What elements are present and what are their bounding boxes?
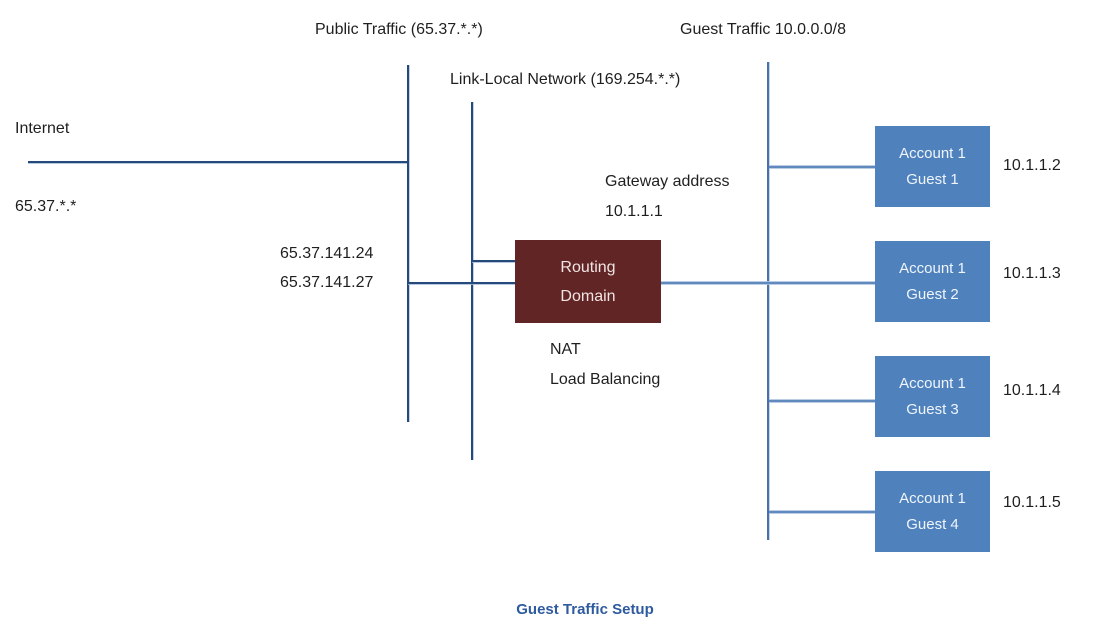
- guest-3-name: Guest 3: [906, 400, 959, 418]
- diagram-caption: Guest Traffic Setup: [516, 601, 654, 618]
- guest-4-box: Account 1 Guest 4: [875, 471, 990, 552]
- routing-domain-line1: Routing: [560, 258, 616, 276]
- nat-ip-labels: 65.37.141.24 65.37.141.27: [280, 244, 373, 292]
- guest-1-box: Account 1 Guest 1: [875, 126, 990, 207]
- public-traffic-line: [407, 65, 409, 422]
- guest-2-ip-label: 10.1.1.3: [1003, 265, 1061, 282]
- nat-ip-2-label: 65.37.141.27: [280, 274, 374, 291]
- gateway-address-label: Gateway address 10.1.1.1: [605, 172, 730, 221]
- guest-3-box: Account 1 Guest 3: [875, 356, 990, 437]
- public-traffic-label: Public Traffic (65.37.*.*): [315, 21, 483, 38]
- trunk-to-guest1-connector: [769, 166, 875, 168]
- gateway-address-text: Gateway address: [605, 173, 730, 190]
- routing-to-guest2-connector: [661, 282, 875, 284]
- link-local-line: [471, 102, 473, 460]
- guest-4-ip-label: 10.1.1.5: [1003, 494, 1061, 511]
- guest-traffic-label: Guest Traffic 10.0.0.0/8: [680, 21, 847, 38]
- internet-label: Internet: [15, 120, 70, 137]
- guest-1-account: Account 1: [899, 144, 966, 162]
- trunk-to-guest3-connector: [769, 400, 875, 402]
- guest-4-account: Account 1: [899, 489, 966, 507]
- guest-2-account: Account 1: [899, 259, 966, 277]
- guest-3-account: Account 1: [899, 374, 966, 392]
- public-to-routing-connector: [408, 282, 515, 284]
- routing-services-label: NAT Load Balancing: [550, 340, 660, 389]
- routing-domain-line2: Domain: [560, 287, 616, 305]
- guest-2-name: Guest 2: [906, 285, 959, 303]
- link-local-network-label: Link-Local Network (169.254.*.*): [450, 71, 681, 88]
- nat-label: NAT: [550, 341, 581, 358]
- nat-ip-1-label: 65.37.141.24: [280, 245, 374, 262]
- guest-traffic-line: [767, 62, 769, 540]
- internet-ip-label: 65.37.*.*: [15, 198, 77, 215]
- internet-line: [28, 161, 408, 163]
- linklocal-to-routing-connector: [472, 260, 515, 262]
- guest-3-ip-label: 10.1.1.4: [1003, 382, 1061, 399]
- guest-4-name: Guest 4: [906, 515, 959, 533]
- load-balancing-label: Load Balancing: [550, 371, 661, 388]
- guest-1-ip-label: 10.1.1.2: [1003, 157, 1061, 174]
- gateway-ip-text: 10.1.1.1: [605, 203, 663, 220]
- guest-1-name: Guest 1: [906, 170, 959, 188]
- guest-2-box: Account 1 Guest 2: [875, 241, 990, 322]
- trunk-to-guest4-connector: [769, 511, 875, 513]
- routing-domain-box: Routing Domain: [515, 240, 661, 323]
